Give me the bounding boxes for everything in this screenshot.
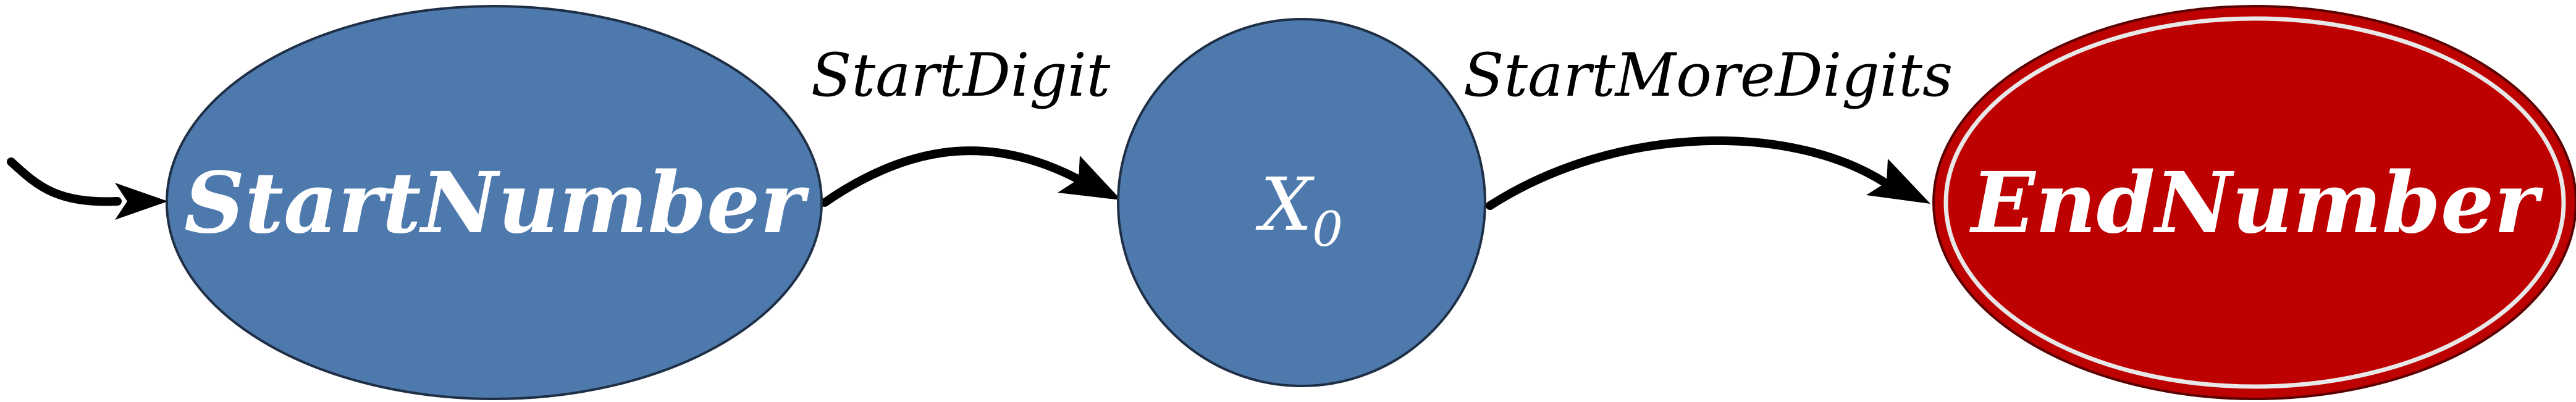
state-x0-label: X0 [1255, 162, 1343, 258]
state-end-number-inner-ring [1943, 16, 2566, 389]
edge-label-start-more-digits: StartMoreDigits [1463, 41, 1953, 110]
state-x0[interactable]: X0 [1117, 18, 1486, 387]
edge-x0-to-end-number: StartMoreDigits [1463, 41, 1953, 210]
edge-start-number-to-x0: StartDigit [811, 41, 1121, 207]
edge-label-start-digit: StartDigit [811, 41, 1111, 110]
state-x0-label-subscript: 0 [1312, 202, 1343, 258]
state-end-number-outer-ring [1932, 5, 2576, 400]
state-start-number-shape [166, 5, 823, 400]
initial-arrow [7, 157, 168, 220]
state-end-number[interactable]: EndNumber [1932, 5, 2576, 400]
state-x0-label-main: X [1255, 162, 1315, 247]
state-end-number-label: EndNumber [1969, 154, 2543, 253]
state-x0-shape [1117, 18, 1486, 387]
state-start-number-label: StartNumber [184, 154, 809, 253]
state-start-number[interactable]: StartNumber [166, 5, 823, 400]
